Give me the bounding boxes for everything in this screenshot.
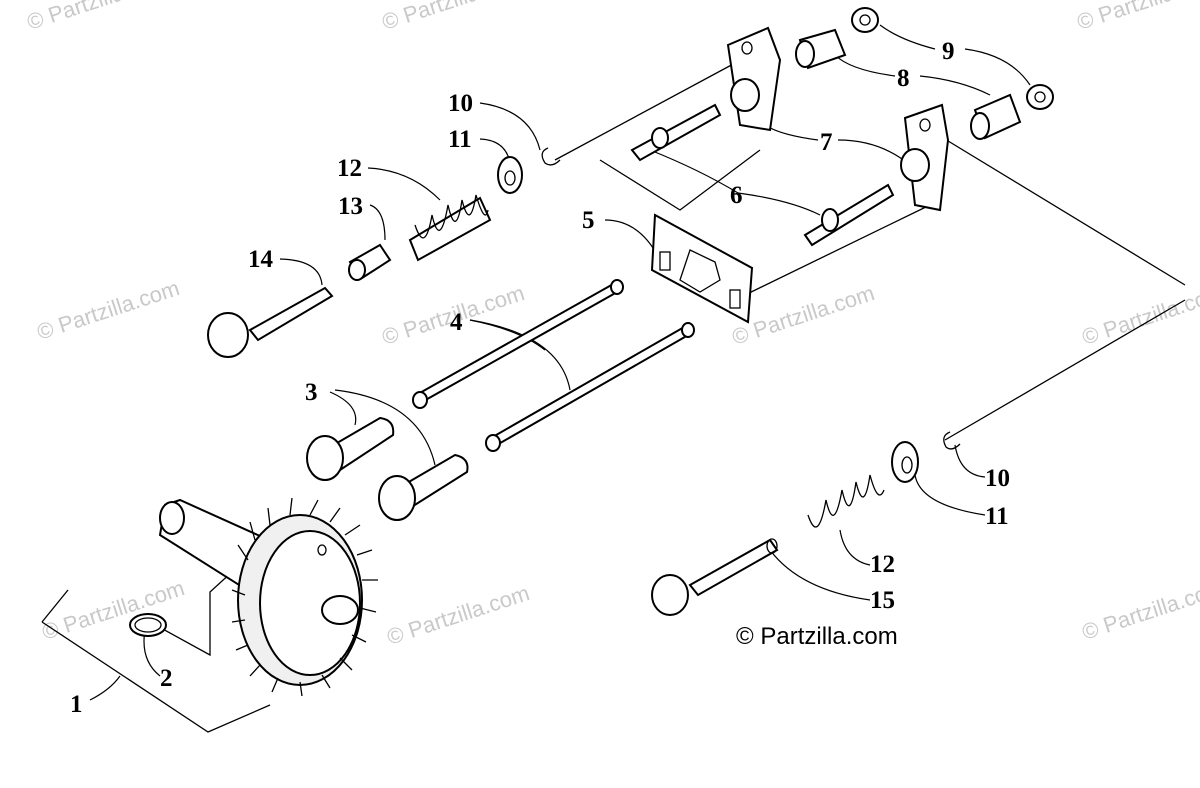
callout-1: 1 <box>70 691 83 718</box>
callout-13: 13 <box>338 193 363 220</box>
callout-9: 9 <box>942 38 955 65</box>
callout-12-lower: 12 <box>870 551 895 578</box>
intake-valve <box>207 286 334 358</box>
pivots <box>795 28 1022 140</box>
callout-10-lower: 10 <box>985 465 1010 492</box>
valve-seal <box>348 243 392 281</box>
callout-8: 8 <box>897 65 910 92</box>
assembly-lines <box>41 54 1186 733</box>
camshaft-gear <box>158 497 378 697</box>
callout-3: 3 <box>305 379 318 406</box>
callout-14: 14 <box>248 246 274 273</box>
callout-5: 5 <box>582 207 595 234</box>
watermark: © Partzilla.com <box>34 275 183 345</box>
callout-4: 4 <box>450 309 463 336</box>
valve-keeper-upper <box>541 147 561 166</box>
callout-15: 15 <box>870 587 895 614</box>
spring-retainer-upper <box>497 156 523 194</box>
callout-12-upper: 12 <box>337 155 362 182</box>
callout-7: 7 <box>820 129 833 156</box>
studs <box>630 103 895 247</box>
spring-retainer-lower <box>891 441 919 483</box>
callout-11-upper: 11 <box>448 126 472 153</box>
rocker-arms <box>726 26 950 212</box>
watermark: © Partzilla.com <box>384 580 533 650</box>
circlip <box>129 613 167 637</box>
callout-6: 6 <box>730 182 743 209</box>
watermark: © Partzilla.com <box>24 0 173 35</box>
tappets <box>306 416 469 521</box>
callout-2: 2 <box>160 665 173 692</box>
pushrods <box>412 279 695 452</box>
valve-spring-lower <box>807 474 885 528</box>
watermark: © Partzilla.com <box>1079 575 1200 645</box>
callout-11-lower: 11 <box>985 503 1009 530</box>
valve-keeper-lower <box>943 431 961 450</box>
exhaust-valve <box>651 538 779 616</box>
watermark: © Partzilla.com <box>1079 280 1200 350</box>
valve-spring-upper <box>408 194 492 262</box>
watermark: © Partzilla.com <box>379 0 528 35</box>
guide-plate <box>650 213 754 324</box>
watermark: © Partzilla.com <box>1074 0 1200 35</box>
nuts <box>851 7 1054 110</box>
callout-10-upper: 10 <box>448 90 473 117</box>
callout-labels: 1 2 3 4 5 6 7 8 9 10 11 12 13 14 10 11 1… <box>70 38 1010 718</box>
copyright-notice: © Partzilla.com <box>736 623 898 650</box>
